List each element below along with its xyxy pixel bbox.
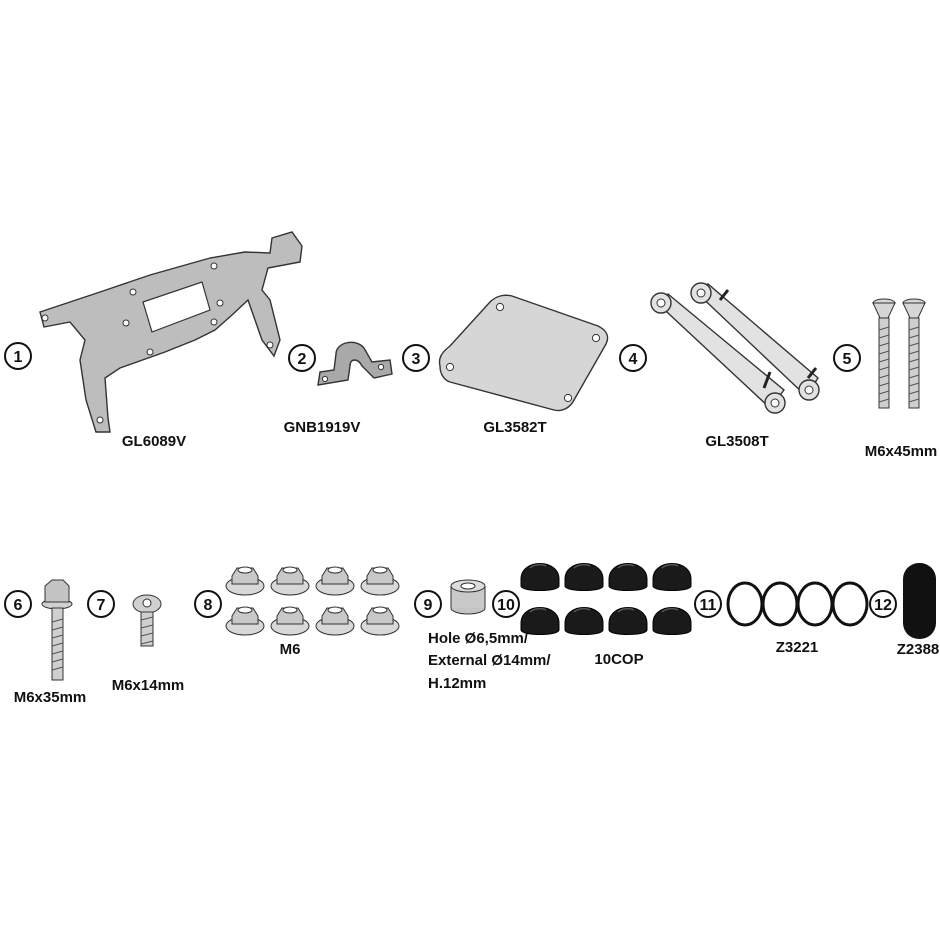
part-11-code: Z3221 — [776, 639, 819, 656]
callout-2-number: 2 — [298, 351, 307, 368]
callout-10-number: 10 — [497, 597, 515, 614]
part-6-screw — [41, 579, 73, 681]
flange-nut-6 — [270, 606, 310, 636]
part-10-code: 10COP — [594, 651, 643, 668]
part-7-code: M6x14mm — [112, 677, 185, 694]
part-12-pad — [903, 563, 936, 639]
part-8-nuts — [225, 566, 400, 636]
callout-11: 11 — [694, 590, 722, 618]
flange-nut-1 — [225, 566, 265, 596]
cap-nut-4 — [652, 563, 692, 591]
part-4-code: GL3508T — [705, 433, 768, 450]
part-2-clamp — [317, 341, 393, 386]
part-9-code-line-3: H.12mm — [428, 675, 486, 692]
callout-3-number: 3 — [412, 351, 421, 368]
part-7-screw — [132, 594, 162, 647]
callout-10: 10 — [492, 590, 520, 618]
callout-1: 1 — [4, 342, 32, 370]
part-9-code-line-2: External Ø14mm/ — [428, 652, 551, 669]
flange-nut-7 — [315, 606, 355, 636]
callout-4: 4 — [619, 344, 647, 372]
part-5-screws — [872, 298, 926, 409]
flange-nut-5 — [225, 606, 265, 636]
strap-right — [690, 282, 820, 401]
cap-nut-3 — [608, 563, 648, 591]
callout-1-number: 1 — [14, 349, 23, 366]
part-8-code: M6 — [280, 641, 301, 658]
screw-5a — [872, 298, 896, 409]
part-3-plate — [438, 294, 609, 412]
callout-3: 3 — [402, 344, 430, 372]
callout-7-number: 7 — [97, 597, 106, 614]
flange-nut-8 — [360, 606, 400, 636]
callout-5-number: 5 — [843, 351, 852, 368]
flange-nut-2 — [270, 566, 310, 596]
part-1-code: GL6089V — [122, 433, 186, 450]
flange-nut-3 — [315, 566, 355, 596]
cap-nut-6 — [564, 607, 604, 635]
callout-6-number: 6 — [14, 597, 23, 614]
callout-5: 5 — [833, 344, 861, 372]
part-10-caps — [520, 563, 692, 635]
callout-8: 8 — [194, 590, 222, 618]
part-6-code: M6x35mm — [14, 689, 87, 706]
part-11-orings — [726, 581, 869, 627]
cap-nut-8 — [652, 607, 692, 635]
part-2-code: GNB1919V — [284, 419, 361, 436]
callout-9-number: 9 — [424, 597, 433, 614]
strap-left — [650, 292, 786, 414]
callout-12-number: 12 — [874, 597, 892, 614]
cap-nut-5 — [520, 607, 560, 635]
part-12-code: Z2388 — [897, 641, 940, 658]
cap-nut-2 — [564, 563, 604, 591]
cap-nut-7 — [608, 607, 648, 635]
flange-nut-4 — [360, 566, 400, 596]
part-4-straps — [650, 282, 820, 414]
callout-4-number: 4 — [629, 351, 638, 368]
callout-7: 7 — [87, 590, 115, 618]
screw-5b — [902, 298, 926, 409]
part-5-code: M6x45mm — [865, 443, 938, 460]
callout-2: 2 — [288, 344, 316, 372]
callout-8-number: 8 — [204, 597, 213, 614]
part-9-code-line-1: Hole Ø6,5mm/ — [428, 630, 529, 647]
callout-6: 6 — [4, 590, 32, 618]
part-1-bracket — [39, 231, 303, 433]
part-3-code: GL3582T — [483, 419, 546, 436]
callout-11-number: 11 — [700, 597, 717, 614]
callout-12: 12 — [869, 590, 897, 618]
part-9-spacer — [450, 579, 486, 615]
callout-9: 9 — [414, 590, 442, 618]
cap-nut-1 — [520, 563, 560, 591]
